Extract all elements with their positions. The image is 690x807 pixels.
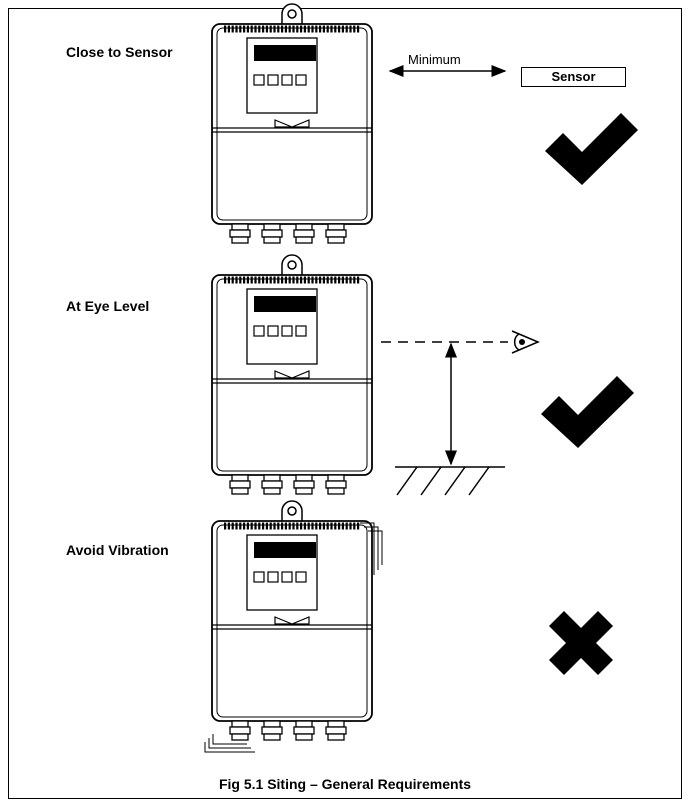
sensor-box: Sensor <box>521 67 626 87</box>
figure-caption: Fig 5.1 Siting – General Requirements <box>218 776 472 792</box>
section-label-at-eye-level: At Eye Level <box>66 298 150 314</box>
check-mark-icon <box>545 113 638 185</box>
sensor-label: Sensor <box>551 69 596 84</box>
figure-frame <box>8 8 682 799</box>
check-mark-icon <box>541 376 634 448</box>
floor-ground <box>395 466 505 496</box>
section-label-close-to-sensor: Close to Sensor <box>66 44 173 60</box>
transmitter-unit-3 <box>212 501 372 740</box>
vibration-marks-bottom <box>204 734 255 753</box>
section-label-avoid-vibration: Avoid Vibration <box>66 542 169 558</box>
cross-mark-icon <box>549 611 613 675</box>
vibration-marks-top <box>360 522 383 575</box>
transmitter-unit-2 <box>212 255 372 494</box>
minimum-label: Minimum <box>408 52 461 67</box>
eye-icon <box>511 330 540 354</box>
transmitter-unit-1 <box>212 4 372 243</box>
